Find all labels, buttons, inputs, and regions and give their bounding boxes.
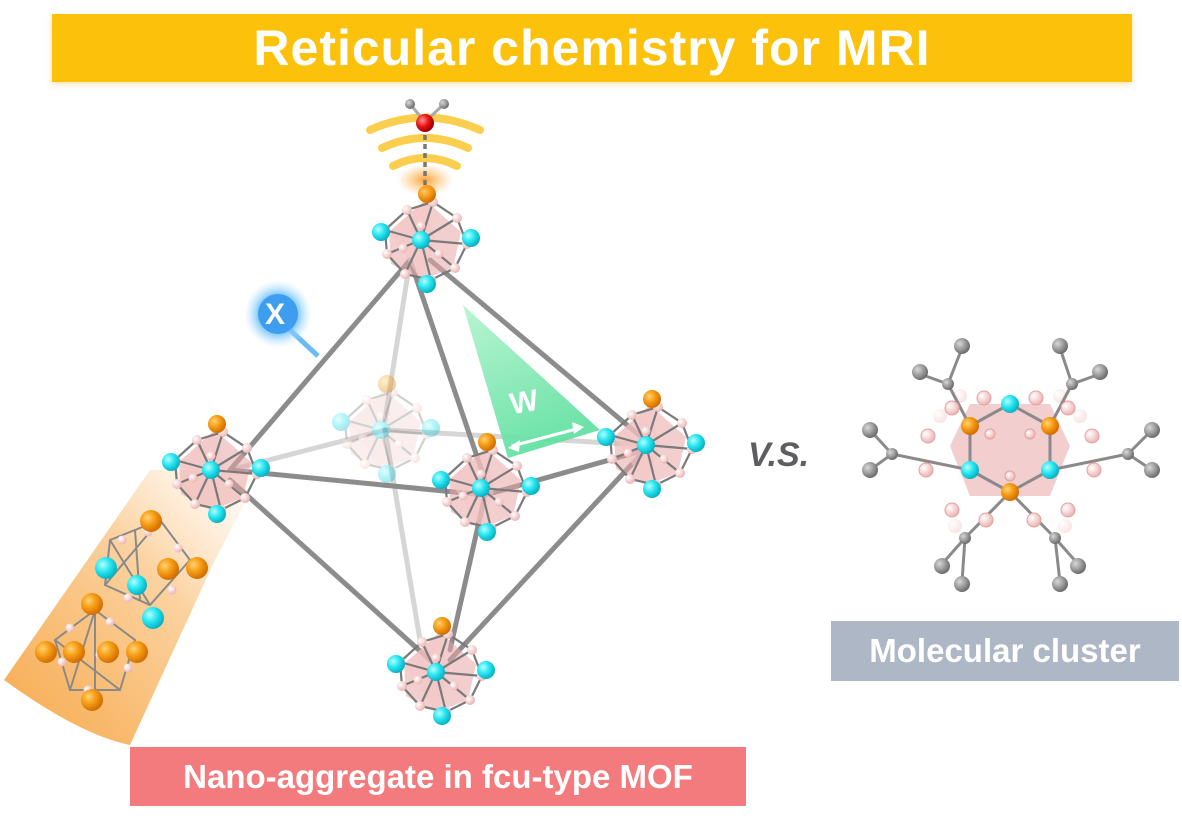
extended-framework-strip — [4, 470, 262, 745]
vs-label: V.S. — [748, 436, 810, 474]
w-label: W — [507, 383, 541, 422]
nano-aggregate-label-text: Nano-aggregate in fcu-type MOF — [183, 757, 693, 795]
x-glow — [244, 280, 320, 358]
back-cluster — [330, 373, 442, 485]
title-banner: Reticular chemistry for MRI — [52, 14, 1132, 82]
molecular-cluster — [862, 338, 1160, 592]
molecular-cluster-label-text: Molecular cluster — [869, 632, 1141, 669]
x-label: X — [265, 298, 286, 331]
nano-aggregate-label: Nano-aggregate in fcu-type MOF — [130, 747, 746, 806]
w-wedge — [463, 305, 600, 458]
cluster-top — [370, 183, 482, 295]
molecular-cluster-label: Molecular cluster — [831, 621, 1179, 681]
page-title: Reticular chemistry for MRI — [253, 20, 931, 76]
water-molecule — [366, 99, 484, 196]
